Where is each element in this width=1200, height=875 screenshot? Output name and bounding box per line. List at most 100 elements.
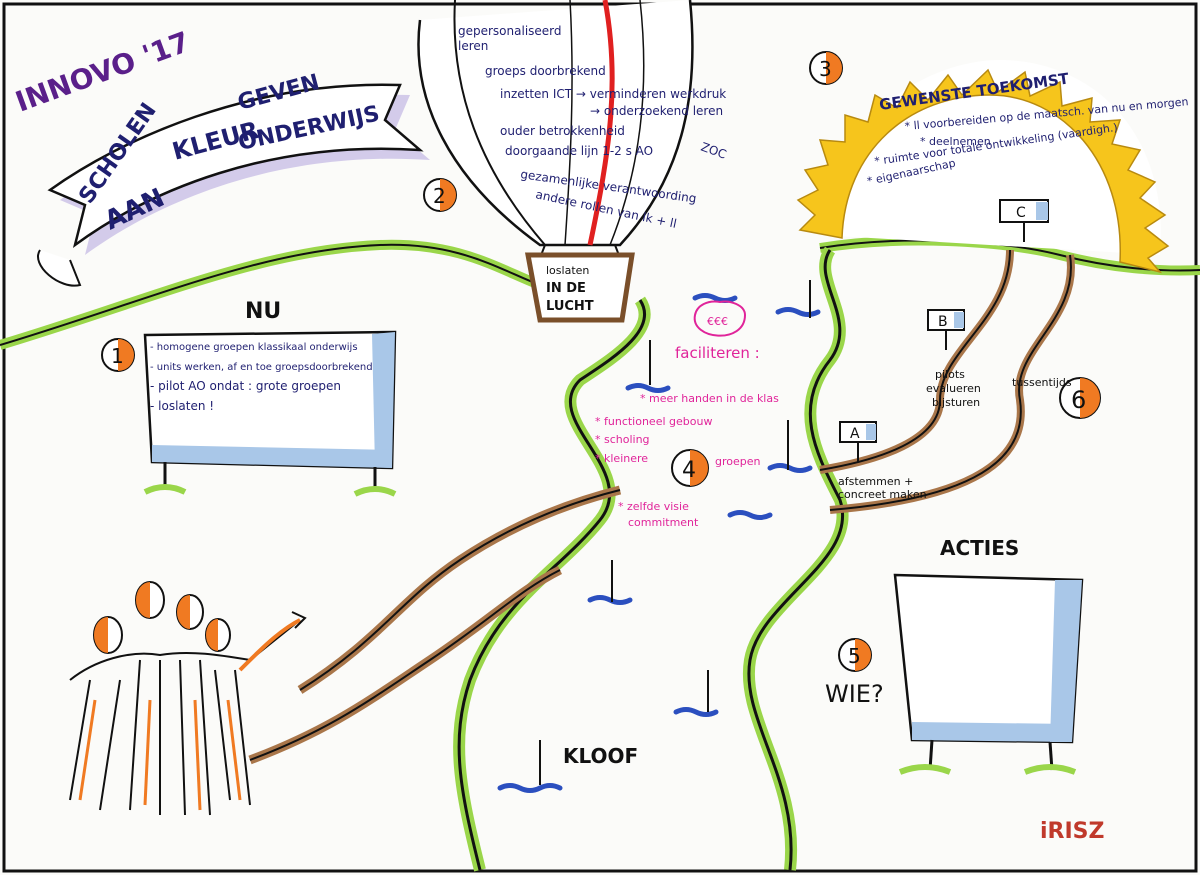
signpost-c-label: C xyxy=(1016,205,1026,221)
balloon-item: groeps doorbrekend xyxy=(485,64,606,78)
balloon-seam xyxy=(609,0,645,246)
balloon-seam xyxy=(564,0,573,246)
path-annotations: afstemmen + concreet maken pilots evalue… xyxy=(838,368,1072,501)
path-upper-outline xyxy=(819,249,1011,471)
faciliteren-heading: faciliteren : xyxy=(675,344,760,362)
gorge-right-bank-outline xyxy=(747,249,844,871)
wie-label: WIE? xyxy=(825,680,884,708)
number-6-marker: 6 xyxy=(1059,377,1101,419)
acties-heading: ACTIES xyxy=(940,536,1019,560)
path-lower-outline xyxy=(829,254,1072,511)
road-left-upper-outline xyxy=(299,489,621,691)
path-b-line-3: bijsturen xyxy=(932,396,980,409)
faciliteren-item: * scholing xyxy=(595,433,650,446)
nu-item: - loslaten ! xyxy=(150,399,214,413)
signpost-b-label: B xyxy=(938,314,948,330)
gorge-right-bank xyxy=(742,246,849,871)
path-b-line-1: pilots xyxy=(935,368,965,381)
person-shading xyxy=(193,699,202,811)
water-mark xyxy=(775,307,821,317)
balloon-zoc: ZOC xyxy=(699,140,728,162)
person-head-shade xyxy=(136,582,150,618)
number-circle-fill xyxy=(1080,378,1100,418)
number-circle-fill xyxy=(690,450,708,486)
signpost-shade xyxy=(1036,202,1048,220)
signpost-b: B xyxy=(927,309,965,350)
signpost-c: C xyxy=(999,199,1049,242)
gorge-depth-lines xyxy=(539,280,811,785)
nu-items: - homogene groepen klassikaal onderwijs … xyxy=(150,342,373,413)
acties-board: ACTIES WIE? xyxy=(825,536,1084,775)
balloon-item: ouder betrokkenheid xyxy=(500,124,625,138)
basket-text-3: LUCHT xyxy=(546,299,594,314)
nu-item: - homogene groepen klassikaal onderwijs xyxy=(150,342,358,353)
balloon-item: doorgaande lijn 1-2 s AO xyxy=(505,144,653,158)
number-markers: 1 2 3 4 5 6 xyxy=(101,51,1101,672)
gorge-left-bank-outline xyxy=(457,299,647,871)
person-head-shade xyxy=(94,617,108,653)
number-4: 4 xyxy=(682,458,696,483)
balloon-item: inzetten ICT → verminderen werkdruk xyxy=(500,87,726,101)
nu-board: NU - homogene groepen klassikaal onderwi… xyxy=(143,299,397,497)
money-bag-text: €€€ xyxy=(707,315,728,328)
person-head-shade xyxy=(177,595,190,629)
horizon-hill-left xyxy=(0,239,542,350)
people-group xyxy=(69,581,307,816)
path-a-line-1: afstemmen + xyxy=(838,475,913,488)
nu-item: - units werken, af en toe groepsdoorbrek… xyxy=(150,362,373,373)
water-mark xyxy=(673,707,719,717)
grass-tuft xyxy=(1023,764,1077,775)
faciliteren-item: * zelfde visie xyxy=(618,500,689,513)
faciliteren-items: * meer handen in de klas * functioneel g… xyxy=(595,392,779,529)
people-heads xyxy=(93,581,231,654)
number-6: 6 xyxy=(1071,386,1086,414)
road-left-lower-outline xyxy=(249,569,561,761)
person-head-shade xyxy=(206,619,218,651)
number-2-marker: 2 xyxy=(423,178,457,212)
faciliteren-block: €€€ faciliteren : * meer handen in de kl… xyxy=(595,300,779,529)
banner-tail xyxy=(37,249,82,287)
number-circle-fill xyxy=(118,339,134,371)
person-shading xyxy=(226,699,242,801)
horizon-hill-left-outline xyxy=(0,243,541,346)
sun-item: * deelnemen xyxy=(920,135,991,148)
arrow-head xyxy=(291,611,307,629)
number-circle-fill xyxy=(440,179,456,211)
person-body xyxy=(129,659,161,815)
path-b-line-2: evalueren xyxy=(926,382,981,395)
balloon-item: → onderzoekend leren xyxy=(590,104,723,118)
acties-board-shade-bottom xyxy=(912,722,1072,742)
banner-shape xyxy=(47,83,424,249)
number-circle-fill xyxy=(826,52,842,84)
grass-tuft xyxy=(353,486,397,497)
faciliteren-item: groepen xyxy=(715,455,761,468)
water-mark xyxy=(625,383,671,393)
signpost-a-label: A xyxy=(850,426,860,442)
balloon-item: leren xyxy=(458,39,488,53)
water-mark xyxy=(727,510,773,520)
sun-rays xyxy=(796,68,1170,274)
water-mark xyxy=(587,595,633,605)
person-shading xyxy=(143,699,152,806)
path-a-line-2: concreet maken xyxy=(838,488,927,501)
faciliteren-item: commitment xyxy=(628,516,699,529)
signposts: A B C xyxy=(839,199,1049,462)
faciliteren-item: * functioneel gebouw xyxy=(595,415,712,428)
faciliteren-item: * meer handen in de klas xyxy=(640,392,779,405)
faciliteren-item: * kleinere xyxy=(595,452,648,465)
signpost-shade xyxy=(866,424,876,440)
person-shading xyxy=(78,699,97,801)
acties-board-shade xyxy=(1050,580,1082,742)
number-2: 2 xyxy=(433,184,446,208)
people-bodies xyxy=(69,659,251,816)
number-4-marker: 4 xyxy=(671,449,709,487)
hot-air-balloon: loslaten IN DE LUCHT gepersonaliseerd le… xyxy=(417,0,728,323)
money-bag xyxy=(693,300,747,337)
nu-item: - pilot AO ondat : grote groepen xyxy=(150,379,341,393)
balloon-seam xyxy=(453,0,546,246)
signpost-shade xyxy=(954,312,964,328)
balloon-red-stripe xyxy=(587,0,615,246)
balloon-item: gepersonaliseerd xyxy=(458,24,562,38)
number-5: 5 xyxy=(848,644,861,668)
